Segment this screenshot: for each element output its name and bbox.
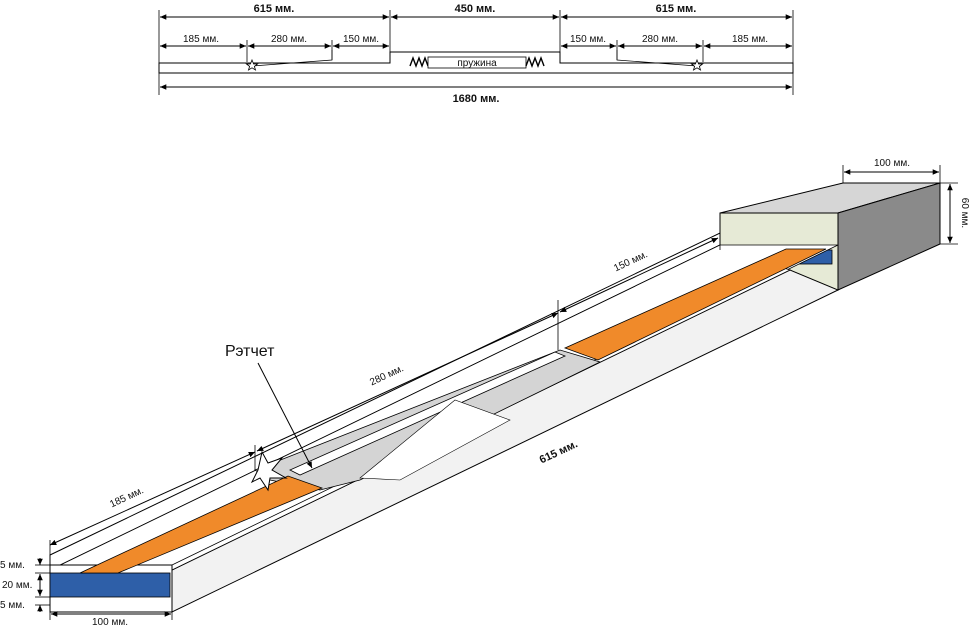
top-plan-view: 615 мм. 450 мм. 615 мм. 185 мм. 280 мм. … [158,3,794,105]
spring-icon-right [525,56,545,68]
label-mid-450: 450 мм. [455,3,496,15]
dim-line-iso-185 [49,451,256,546]
label-front-100: 100 мм. [92,617,128,628]
channel-top-left-rim [49,232,721,571]
label-front-20: 20 мм. [2,580,32,591]
spring-icon-left [409,56,429,68]
ratchet-star-icon-right [690,58,704,71]
ratchet-star-icon-left [245,58,259,71]
channel-right-wall [171,269,840,613]
label-iso-280: 280 мм. [368,363,405,388]
ratchet-arm-right [616,50,698,67]
label-left-615: 615 мм. [254,3,295,15]
label-end-100: 100 мм. [874,158,910,169]
spring-label: пружина [457,58,497,69]
rail-outline [158,51,794,74]
label-front-5-top: 5 мм. [0,560,25,571]
ratchet-arm-left [251,50,333,67]
spring-box [427,56,527,69]
label-left-185: 185 мм. [183,34,219,45]
label-total-1680: 1680 мм. [453,93,500,105]
label-right-280: 280 мм. [642,34,678,45]
dim-line-iso-150 [559,237,719,313]
isometric-view: 185 мм. 280 мм. 150 мм. Рэтчет 615 мм. 1… [0,158,970,628]
label-right-150: 150 мм. [570,34,606,45]
label-right-185: 185 мм. [732,34,768,45]
ratchet-label: Рэтчет [225,343,275,360]
label-left-280: 280 мм. [271,34,307,45]
dim-line-iso-280 [256,312,559,452]
label-iso-185: 185 мм. [108,485,145,510]
ratchet-leader [257,362,313,469]
label-front-5-bottom: 5 мм. [0,600,25,611]
label-end-60: 60 мм. [959,198,970,228]
label-iso-615: 615 мм. [538,438,580,466]
label-left-150: 150 мм. [343,34,379,45]
front-channel-blue [49,572,171,598]
label-right-615: 615 мм. [656,3,697,15]
